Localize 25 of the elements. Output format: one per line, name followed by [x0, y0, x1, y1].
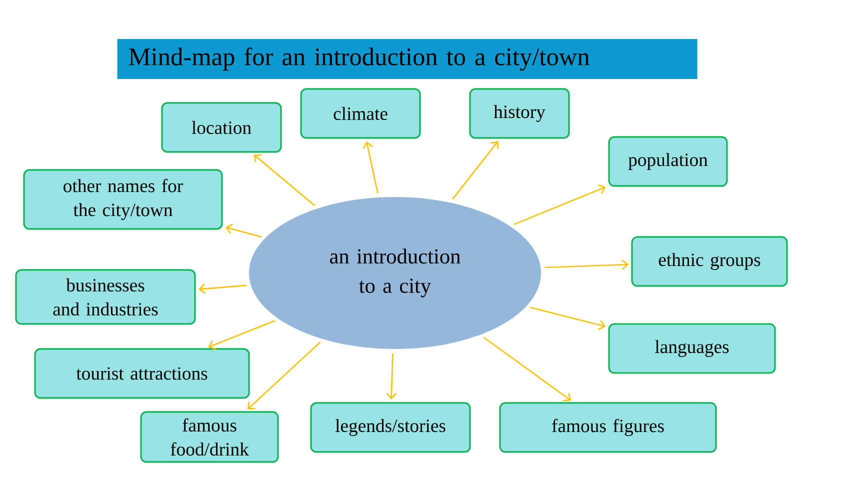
topic-box: famous food/drink	[140, 411, 279, 463]
arrow	[530, 306, 606, 330]
arrow	[483, 336, 571, 402]
topic-box: businesses and industries	[15, 269, 196, 325]
topic-box: history	[469, 88, 570, 139]
arrow	[452, 140, 499, 200]
arrow	[247, 342, 321, 410]
topic-box: famous figures	[499, 402, 717, 453]
topic-box: other names for the city/town	[23, 169, 223, 230]
topic-box: tourist attractions	[34, 348, 250, 399]
topic-box: legends/stories	[310, 402, 471, 453]
arrow	[386, 353, 397, 400]
arrow	[198, 284, 247, 294]
arrow	[254, 154, 316, 206]
topic-box: population	[608, 136, 728, 187]
topic-box: climate	[300, 88, 421, 139]
arrow	[208, 320, 276, 350]
arrow	[225, 224, 262, 238]
title-banner: Mind-map for an introduction to a city/town	[117, 39, 698, 79]
topic-box: languages	[608, 323, 776, 374]
arrow	[514, 184, 606, 226]
arrow	[544, 259, 629, 270]
topic-box: ethnic groups	[631, 236, 788, 287]
topic-box: location	[161, 102, 282, 153]
arrow	[362, 141, 378, 194]
